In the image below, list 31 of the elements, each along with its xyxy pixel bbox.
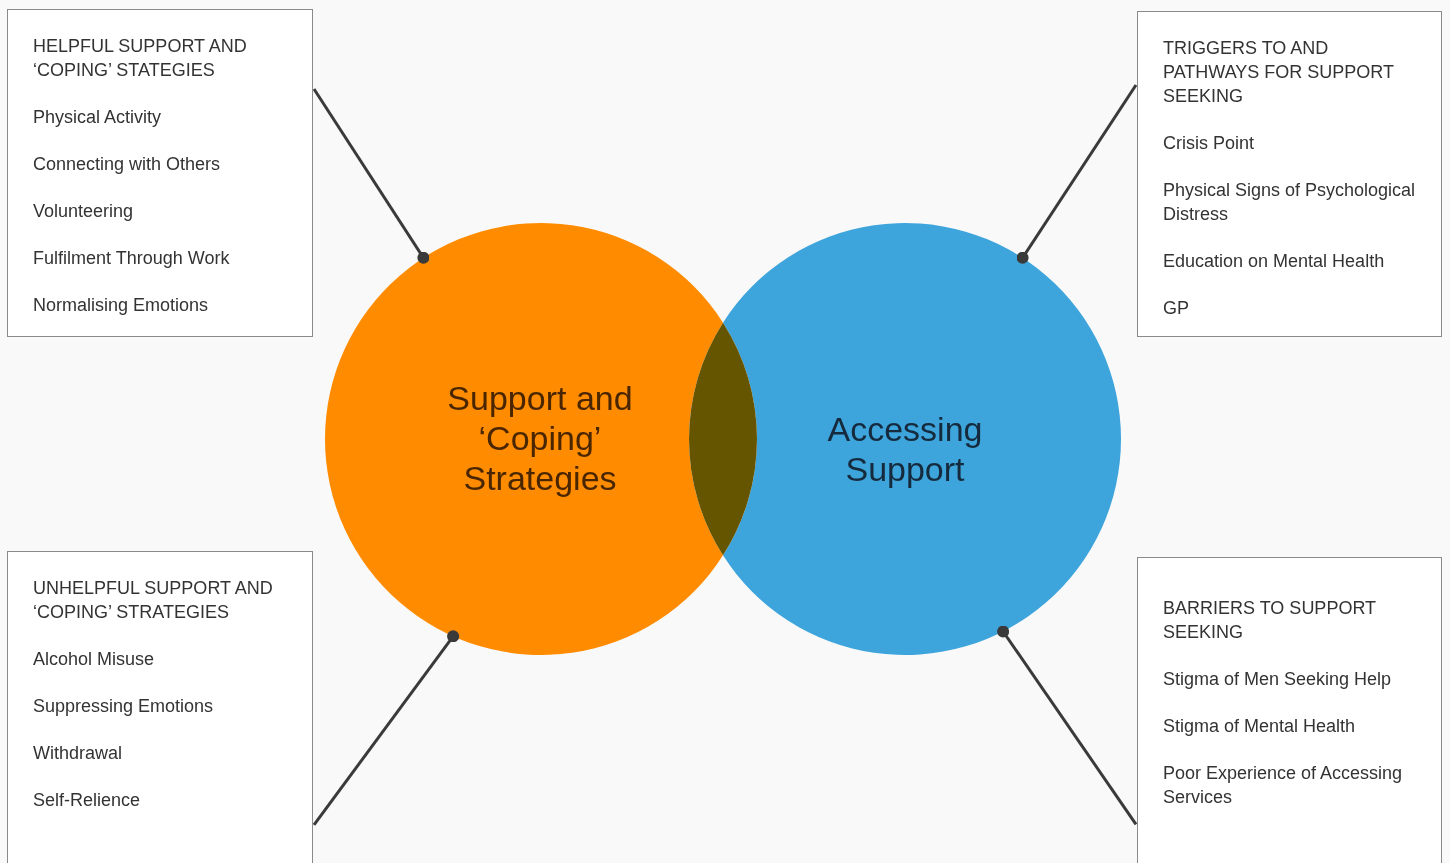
box-heading: HELPFUL SUPPORT AND ‘COPING’ STATEGIES [33, 35, 248, 82]
text-box [7, 9, 313, 337]
list-item: Physical Signs of Psychological Distress [1163, 179, 1417, 226]
circle-label: Accessing Support [826, 409, 984, 489]
list-item: Withdrawal [33, 742, 123, 765]
list-item: Fulfilment Through Work [33, 247, 230, 270]
list-item: Education on Mental Health [1163, 250, 1385, 273]
leader-line [312, 630, 460, 826]
circle-label: Support and ‘Coping’ Strategies [446, 378, 634, 498]
leader-line [312, 88, 430, 264]
venn-circle [689, 223, 1121, 655]
leader-line [1016, 84, 1138, 264]
box-heading: UNHELPFUL SUPPORT AND ‘COPING’ STRATEGIES [33, 577, 274, 624]
list-item: Alcohol Misuse [33, 648, 155, 671]
box-heading: BARRIERS TO SUPPORT SEEKING [1163, 597, 1377, 644]
list-item: Poor Experience of Accessing Services [1163, 762, 1404, 809]
box-heading: TRIGGERS TO AND PATHWAYS FOR SUPPORT SEEKING [1163, 37, 1395, 108]
list-item: Crisis Point [1163, 132, 1255, 155]
list-item: Suppressing Emotions [33, 695, 214, 718]
list-item: Physical Activity [33, 106, 162, 129]
leader-line [997, 625, 1138, 826]
text-box [7, 551, 313, 863]
list-item: Volunteering [33, 200, 134, 223]
text-box [1137, 557, 1442, 863]
list-item: Connecting with Others [33, 153, 221, 176]
list-item: Self-Relience [33, 789, 141, 812]
list-item: Stigma of Mental Health [1163, 715, 1356, 738]
list-item: Stigma of Men Seeking Help [1163, 668, 1392, 691]
list-item: GP [1163, 297, 1189, 320]
list-item: Normalising Emotions [33, 294, 209, 317]
text-box [1137, 11, 1442, 337]
